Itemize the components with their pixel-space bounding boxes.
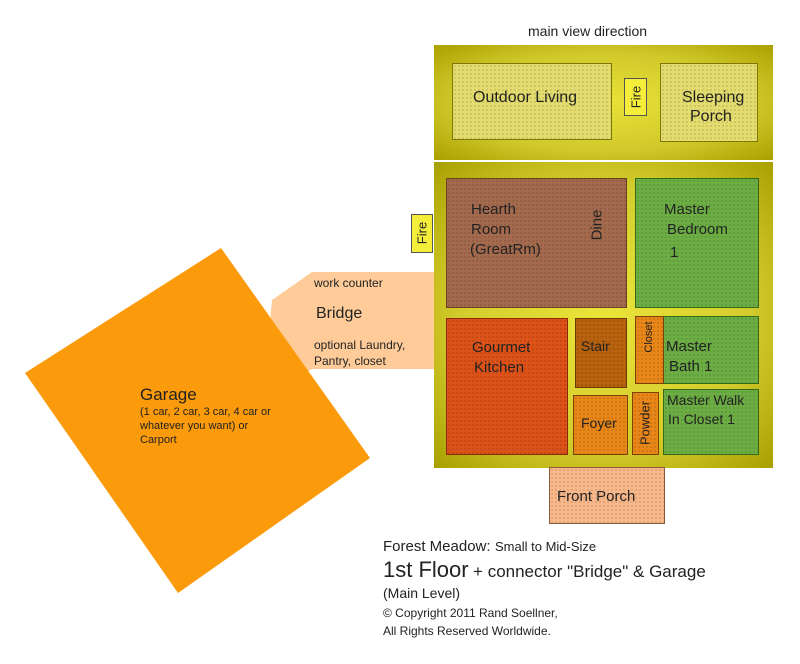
plan-title-line: Forest Meadow: Small to Mid-Size	[383, 537, 596, 556]
rights-label: All Rights Reserved Worldwide.	[383, 624, 551, 638]
plan-name: Forest Meadow:	[383, 538, 491, 555]
foyer-label: Foyer	[581, 415, 617, 431]
front-porch-label: Front Porch	[557, 488, 636, 505]
master-bedroom-label-2: Bedroom	[667, 221, 728, 238]
stair-label: Stair	[581, 338, 610, 354]
floor-title-line: 1st Floor + connector "Bridge" & Garage	[383, 557, 706, 583]
stair-room[interactable]	[575, 318, 627, 388]
copyright-label: © Copyright 2011 Rand Soellner,	[383, 606, 558, 620]
gourmet-kitchen-room[interactable]	[446, 318, 568, 455]
outdoor-living-label: Outdoor Living	[473, 89, 578, 106]
level-label: (Main Level)	[383, 585, 461, 601]
floor-name: 1st Floor	[383, 557, 469, 582]
hearth-room[interactable]	[446, 178, 627, 308]
front-porch-room[interactable]	[549, 467, 665, 524]
master-walk-in-label-2: In Closet 1	[668, 411, 735, 427]
plan-size: Small to Mid-Size	[495, 539, 597, 554]
garage-notes-label-3: Carport	[140, 434, 177, 446]
gourmet-kitchen-label-2: Kitchen	[474, 359, 525, 376]
garage-label: Garage	[140, 385, 197, 404]
bridge-notes-label-2: Pantry, closet	[314, 354, 386, 368]
master-bedroom-room[interactable]	[635, 178, 759, 308]
fire-top-box	[624, 78, 647, 116]
foyer-room[interactable]	[573, 395, 628, 455]
master-bedroom-label-3: 1	[670, 244, 679, 261]
main-view-direction-label: main view direction	[528, 23, 648, 39]
hearth-room-label-3: (GreatRm)	[470, 241, 541, 258]
hearth-room-label-2: Room	[471, 221, 512, 238]
gourmet-kitchen-label-1: Gourmet	[472, 339, 531, 356]
master-bedroom-label-1: Master	[664, 201, 710, 218]
sleeping-porch-label-2: Porch	[690, 108, 732, 125]
garage-notes-label-2: whatever you want) or	[140, 420, 249, 432]
sleeping-porch-room[interactable]	[660, 63, 758, 142]
master-walk-in-closet-room[interactable]	[663, 389, 759, 455]
outdoor-living-room[interactable]	[452, 63, 612, 140]
fire-side-box	[411, 214, 433, 253]
work-counter-label: work counter	[314, 276, 383, 290]
bridge-notes-label-1: optional Laundry,	[314, 338, 406, 352]
floor-suffix: + connector "Bridge" & Garage	[473, 562, 706, 581]
closet-room[interactable]	[635, 316, 664, 384]
master-walk-in-label-1: Master Walk	[667, 392, 745, 408]
bridge-label: Bridge	[316, 305, 363, 322]
garage-notes-label-1: (1 car, 2 car, 3 car, 4 car or	[140, 406, 271, 418]
powder-room[interactable]	[632, 392, 659, 455]
master-bath-label-1: Master	[666, 338, 712, 355]
hearth-room-label-1: Hearth	[471, 201, 517, 218]
sleeping-porch-label-1: Sleeping	[682, 89, 745, 106]
master-bath-label-2: Bath 1	[669, 358, 713, 375]
